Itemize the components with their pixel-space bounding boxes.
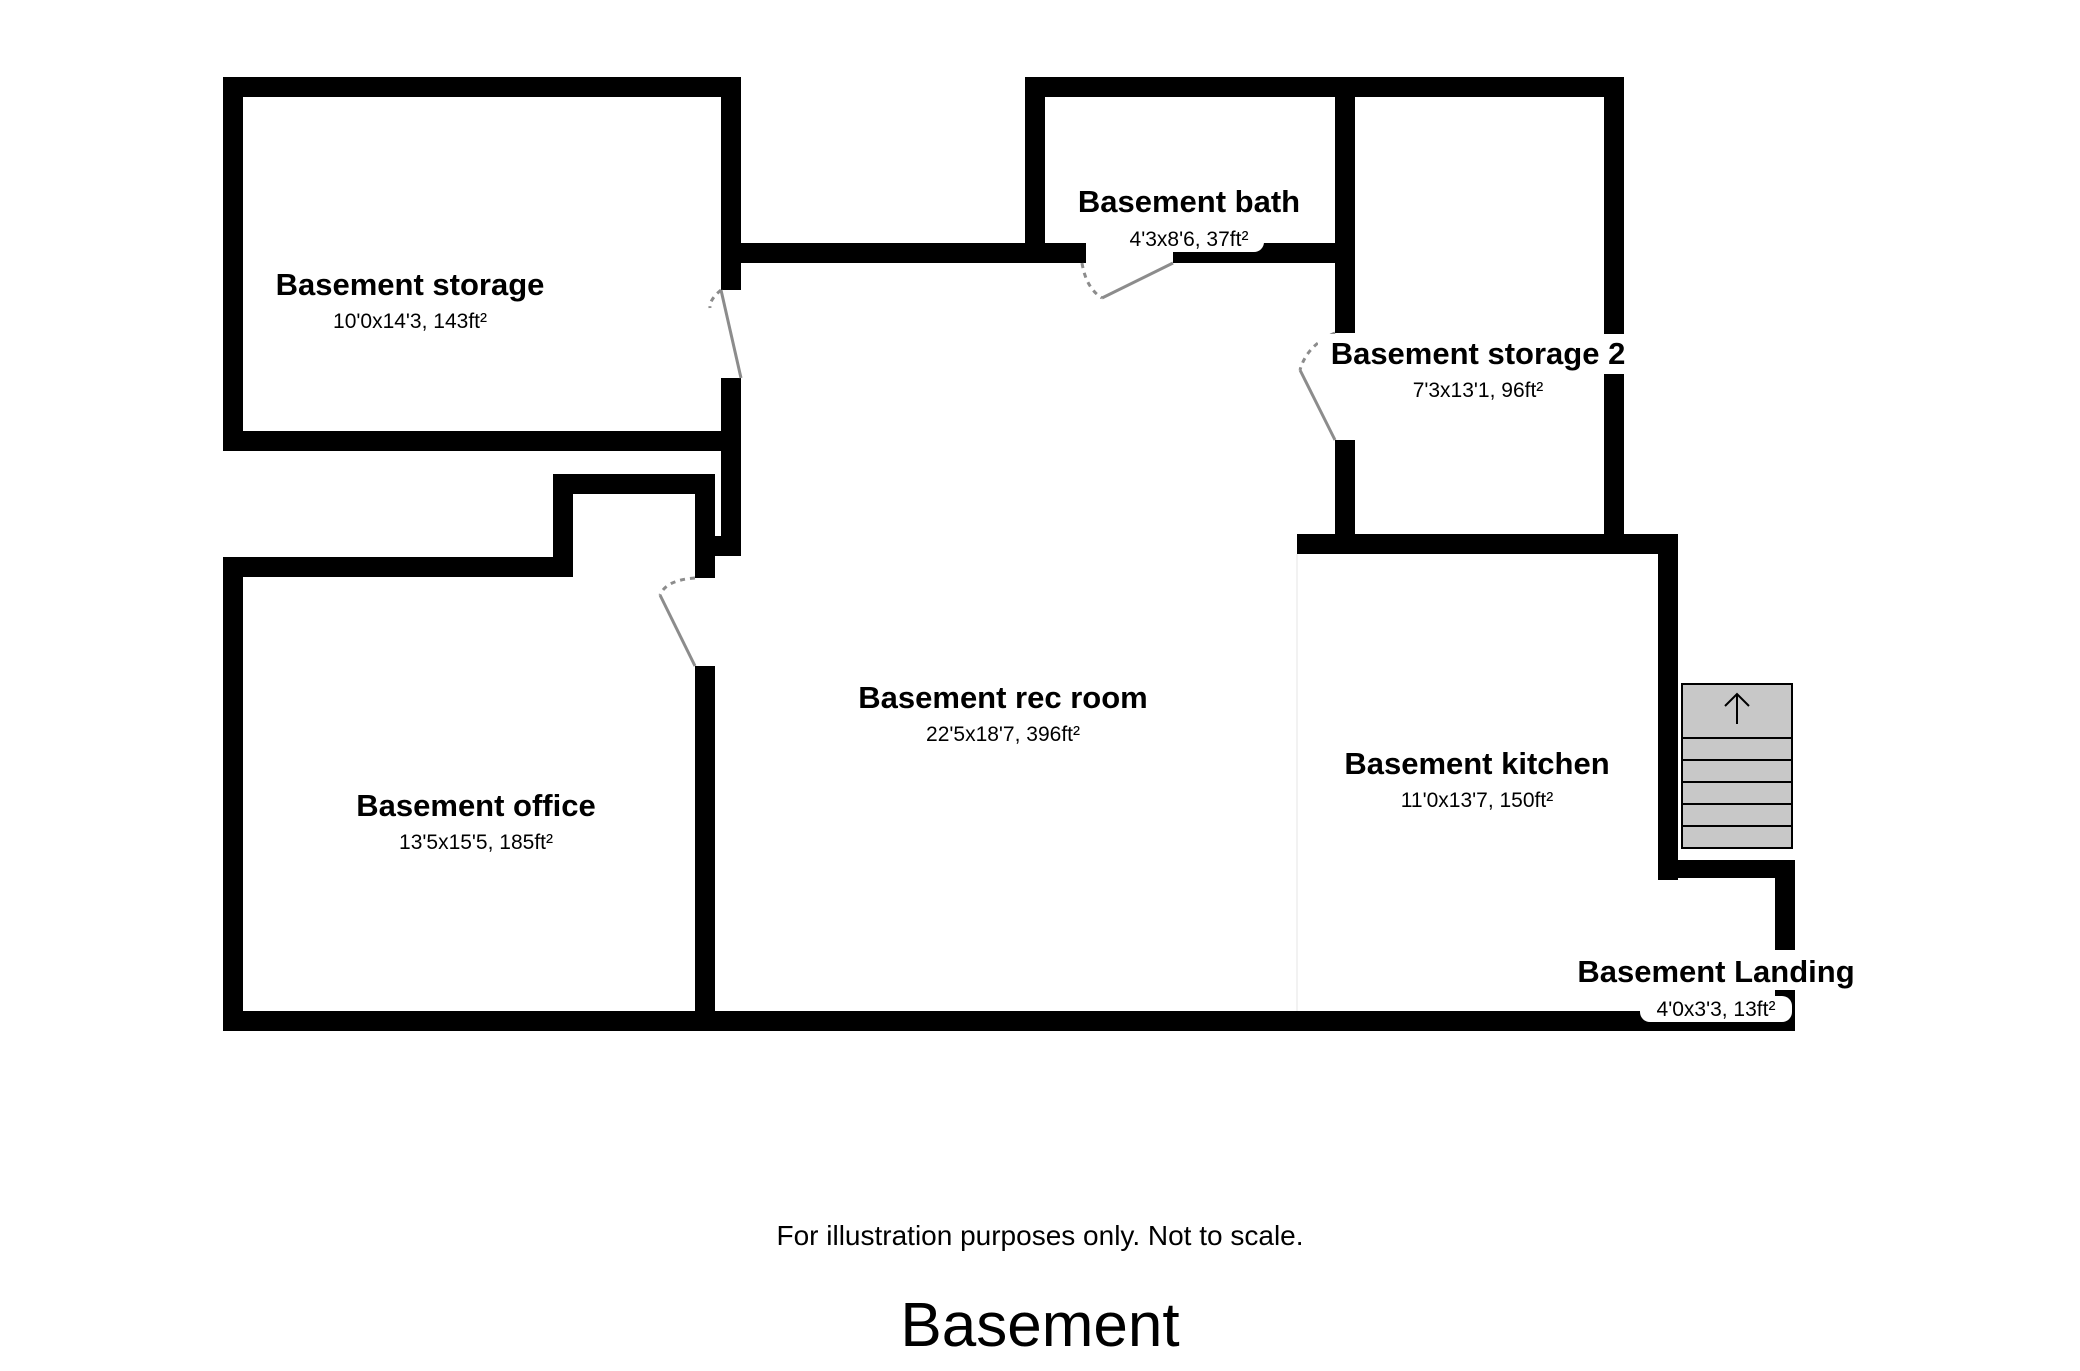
- room-bath: Basement bath 4'3x8'6, 37ft²: [1078, 184, 1300, 252]
- room-office: Basement office 13'5x15'5, 185ft²: [356, 788, 595, 854]
- room-name: Basement storage 2: [1331, 336, 1626, 371]
- room-name: Basement Landing: [1577, 954, 1854, 989]
- room-dimensions: 7'3x13'1, 96ft²: [1413, 379, 1544, 402]
- room-storage-2: Basement storage 2 7'3x13'1, 96ft²: [1318, 334, 1630, 402]
- room-dimensions: 4'0x3'3, 13ft²: [1657, 998, 1776, 1021]
- room-dimensions: 4'3x8'6, 37ft²: [1130, 228, 1249, 251]
- floor-title: Basement: [900, 1291, 1180, 1360]
- room-name: Basement storage: [276, 267, 545, 302]
- arrow-up-icon: [1724, 692, 1750, 724]
- room-name: Basement kitchen: [1344, 746, 1609, 781]
- room-rec: Basement rec room 22'5x18'7, 396ft²: [858, 680, 1147, 746]
- room-dimensions: 13'5x15'5, 185ft²: [399, 831, 553, 854]
- room-dimensions: 11'0x13'7, 150ft²: [1401, 789, 1553, 812]
- room-name: Basement bath: [1078, 184, 1300, 219]
- room-storage: Basement storage 10'0x14'3, 143ft²: [276, 267, 545, 333]
- room-dimensions: 10'0x14'3, 143ft²: [333, 310, 487, 333]
- room-kitchen: Basement kitchen 11'0x13'7, 150ft²: [1344, 746, 1609, 812]
- room-landing: Basement Landing 4'0x3'3, 13ft²: [1564, 950, 1855, 1022]
- room-dimensions: 22'5x18'7, 396ft²: [926, 723, 1080, 746]
- room-name: Basement rec room: [858, 680, 1147, 715]
- room-name: Basement office: [356, 788, 595, 823]
- disclaimer-note: For illustration purposes only. Not to s…: [776, 1220, 1304, 1251]
- stairs: [1681, 683, 1793, 849]
- doors: [658, 261, 1337, 667]
- walls: [223, 77, 1795, 1031]
- room-labels: Basement storage 10'0x14'3, 143ft² Basem…: [276, 184, 1855, 1022]
